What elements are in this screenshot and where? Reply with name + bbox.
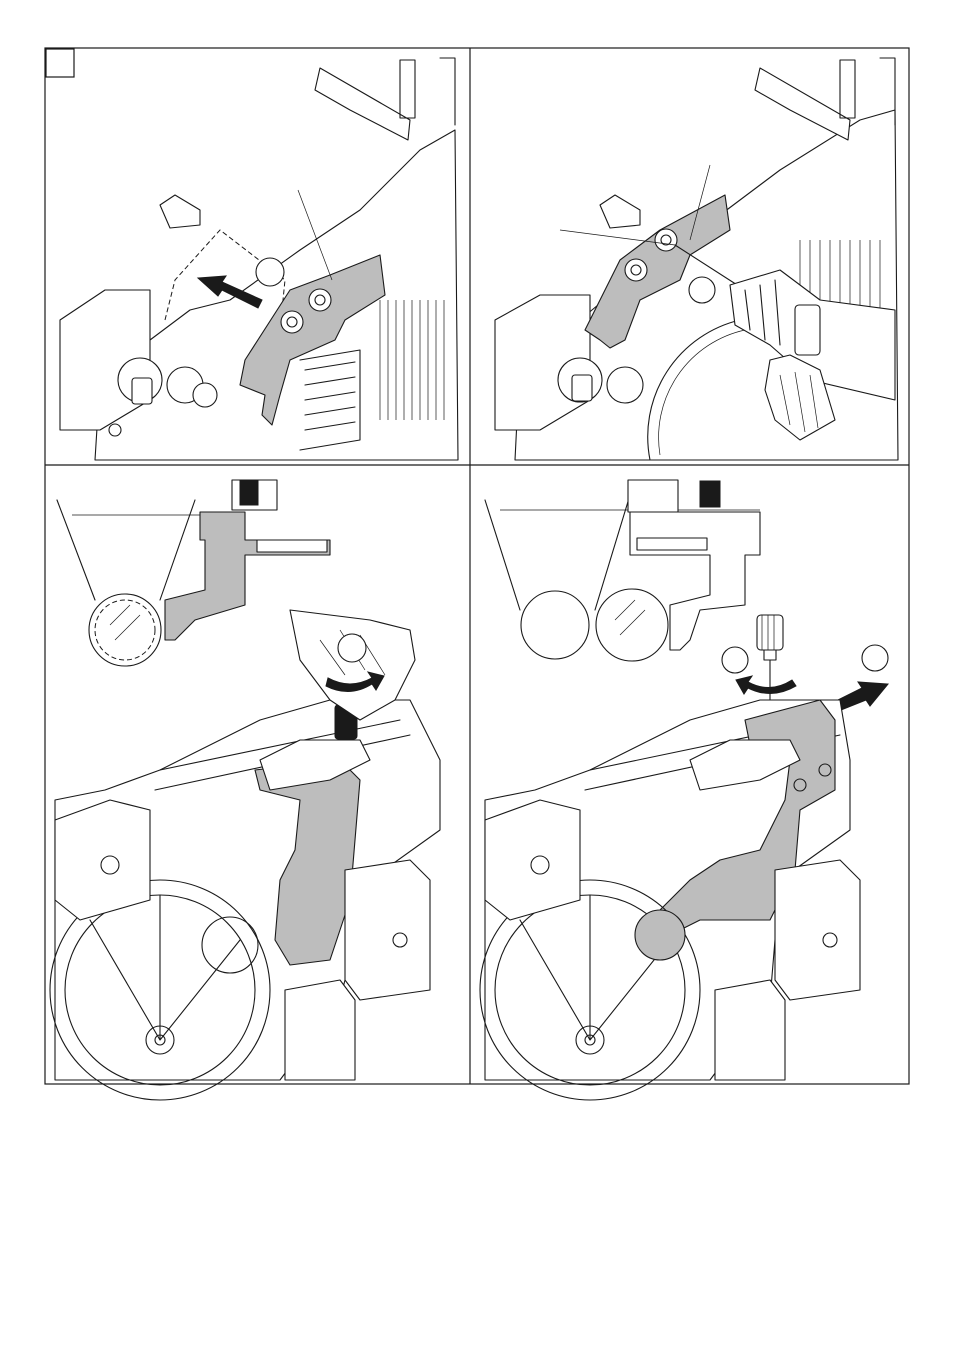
panel-3 — [50, 480, 440, 1100]
rotate-arrow-icon — [736, 676, 796, 694]
knob-icon — [700, 481, 720, 507]
panel-2 — [495, 58, 898, 460]
panel-1 — [60, 58, 458, 460]
callout-marker — [689, 277, 715, 303]
callout-marker — [338, 634, 366, 662]
callout-marker — [256, 258, 284, 286]
callout-marker — [722, 647, 748, 673]
callout-marker — [862, 645, 888, 671]
step-number-box — [46, 49, 74, 77]
knob-icon — [240, 481, 258, 505]
panel-4 — [480, 480, 888, 1100]
